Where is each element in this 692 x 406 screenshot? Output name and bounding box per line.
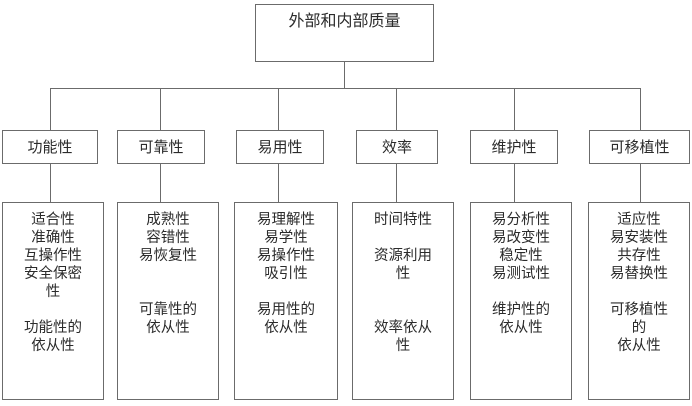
category-detail-connector-efficiency [396,164,397,202]
category-detail-connector-maintainability [514,164,515,202]
detail-list-functionality: 适合性 准确性 互操作性 安全保密 性 功能性的 依从性 [24,212,82,354]
detail-box-functionality: 适合性 准确性 互操作性 安全保密 性 功能性的 依从性 [2,202,104,400]
bus-drop-usability [278,88,279,130]
bus-drop-functionality [50,88,51,130]
detail-list-maintainability: 易分析性 易改变性 稳定性 易测试性 维护性的 依从性 [492,212,550,336]
category-label-usability: 易用性 [257,138,303,156]
category-detail-connector-functionality [50,164,51,202]
detail-box-reliability: 成熟性 容错性 易恢复性 可靠性的 依从性 [117,202,219,400]
detail-box-efficiency: 时间特性 资源利用 性 效率依从 性 [352,202,454,400]
detail-list-efficiency: 时间特性 资源利用 性 效率依从 性 [374,212,432,354]
category-box-maintainability: 维护性 [470,130,558,164]
detail-box-portability: 适应性 易安装性 共存性 易替换性 可移植性 的 依从性 [588,202,690,400]
detail-box-maintainability: 易分析性 易改变性 稳定性 易测试性 维护性的 依从性 [470,202,572,400]
category-box-portability: 可移植性 [589,130,690,164]
category-detail-connector-reliability [160,164,161,202]
category-detail-connector-portability [640,164,641,202]
root-node-external-internal-quality: 外部和内部质量 [255,4,434,62]
category-label-portability: 可移植性 [609,138,670,156]
category-box-functionality: 功能性 [2,130,98,164]
detail-list-portability: 适应性 易安装性 共存性 易替换性 可移植性 的 依从性 [610,212,668,354]
detail-list-usability: 易理解性 易学性 易操作性 吸引性 易用性的 依从性 [257,212,315,336]
category-box-usability: 易用性 [236,130,324,164]
category-box-efficiency: 效率 [356,130,438,164]
category-label-reliability: 可靠性 [138,138,184,156]
detail-box-usability: 易理解性 易学性 易操作性 吸引性 易用性的 依从性 [234,202,338,400]
detail-list-reliability: 成熟性 容错性 易恢复性 可靠性的 依从性 [139,212,197,336]
root-node-label: 外部和内部质量 [288,11,401,30]
category-label-efficiency: 效率 [381,138,412,156]
bus-drop-portability [640,88,641,130]
category-box-reliability: 可靠性 [117,130,205,164]
category-label-maintainability: 维护性 [491,138,537,156]
bus-drop-reliability [160,88,161,130]
category-detail-connector-usability [278,164,279,202]
bus-drop-efficiency [396,88,397,130]
bus-drop-maintainability [514,88,515,130]
category-label-functionality: 功能性 [27,138,73,156]
root-connector-stem [344,62,345,88]
connector-bus [50,88,641,89]
